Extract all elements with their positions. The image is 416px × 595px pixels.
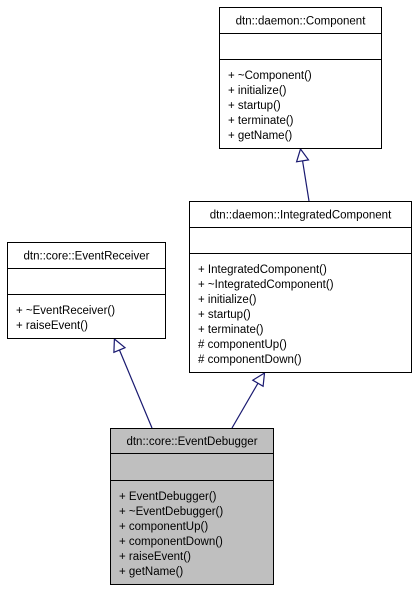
class-name: dtn::core::EventDebugger: [126, 436, 257, 448]
class-method: + terminate(): [198, 324, 264, 336]
inheritance-line: [231, 382, 259, 429]
class-method: + startup(): [198, 309, 251, 321]
class-method: + ~IntegratedComponent(): [198, 279, 334, 291]
class-name: dtn::daemon::Component: [236, 16, 367, 28]
class-method: + ~EventDebugger(): [119, 506, 223, 518]
inheritance-edges: [113, 147, 310, 429]
inheritance-edge-debugger-to-receiver: [113, 337, 153, 429]
class-box-frame: [189, 201, 412, 373]
class-method: + EventDebugger(): [119, 491, 217, 503]
class-box-integrated[interactable]: dtn::daemon::IntegratedComponent+ Integr…: [189, 201, 412, 373]
class-method: + getName(): [228, 130, 292, 142]
class-method: + ~Component(): [228, 70, 312, 82]
inheritance-arrowhead-icon: [113, 337, 127, 354]
class-method: + raiseEvent(): [119, 551, 191, 563]
class-box-frame: [219, 7, 382, 149]
inheritance-arrowhead-icon: [295, 147, 310, 163]
class-method: + componentUp(): [119, 521, 208, 533]
class-name: dtn::core::EventReceiver: [24, 251, 150, 263]
class-boxes: dtn::daemon::Component+ ~Component()+ in…: [7, 7, 412, 585]
class-box-debugger[interactable]: dtn::core::EventDebugger+ EventDebugger(…: [110, 428, 274, 585]
inheritance-line: [301, 160, 310, 202]
inheritance-arrowhead-icon: [251, 371, 266, 388]
class-method: + initialize(): [198, 294, 257, 306]
inheritance-edge-integrated-to-component: [295, 147, 310, 202]
class-method: # componentDown(): [198, 354, 302, 366]
inheritance-line: [118, 349, 153, 429]
class-method: + raiseEvent(): [16, 320, 88, 332]
class-box-frame: [110, 428, 274, 585]
class-method: + startup(): [228, 100, 281, 112]
class-method: + ~EventReceiver(): [16, 305, 115, 317]
class-method: + initialize(): [228, 85, 287, 97]
class-box-frame: [7, 242, 166, 339]
inheritance-edge-debugger-to-integrated: [231, 371, 266, 429]
class-method: + IntegratedComponent(): [198, 264, 327, 276]
class-method: + componentDown(): [119, 536, 223, 548]
class-method: + terminate(): [228, 115, 294, 127]
class-box-component[interactable]: dtn::daemon::Component+ ~Component()+ in…: [219, 7, 382, 149]
class-name: dtn::daemon::IntegratedComponent: [210, 210, 392, 222]
class-method: + getName(): [119, 566, 183, 578]
class-box-receiver[interactable]: dtn::core::EventReceiver+ ~EventReceiver…: [7, 242, 166, 339]
class-method: # componentUp(): [198, 339, 287, 351]
